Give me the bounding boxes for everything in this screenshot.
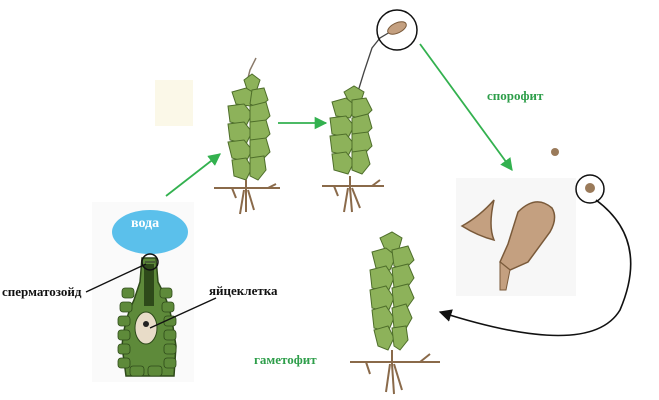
arrow-to-capsule [419,43,513,172]
arrow-spore-to-gametophyte [438,199,632,337]
spermatozoid-circle [141,253,159,271]
background-panel [155,80,193,126]
sporophyte-label: спорофит [487,88,544,103]
water-drop [112,210,188,254]
moss-with-sporophyte [322,31,391,213]
water-label: вода [131,216,160,231]
egg-cell [134,311,158,345]
adult-gametophyte-plant [350,231,440,395]
archegonium [112,210,188,377]
open-capsule-releasing-spores [460,148,559,291]
egg-cell-label: яйцеклетка [209,283,278,298]
gametophyte-label: гаметофит [254,352,317,367]
arrow-to-young-plant [165,153,221,197]
young-moss-plant [214,57,280,215]
pointer-spermatozoid [85,263,147,293]
spermatozoid-label: сперматозойд [2,284,82,299]
spore [551,148,559,156]
sporangium-capsule [376,9,418,51]
spore-circled [575,174,605,204]
pointer-egg-cell [149,297,217,329]
